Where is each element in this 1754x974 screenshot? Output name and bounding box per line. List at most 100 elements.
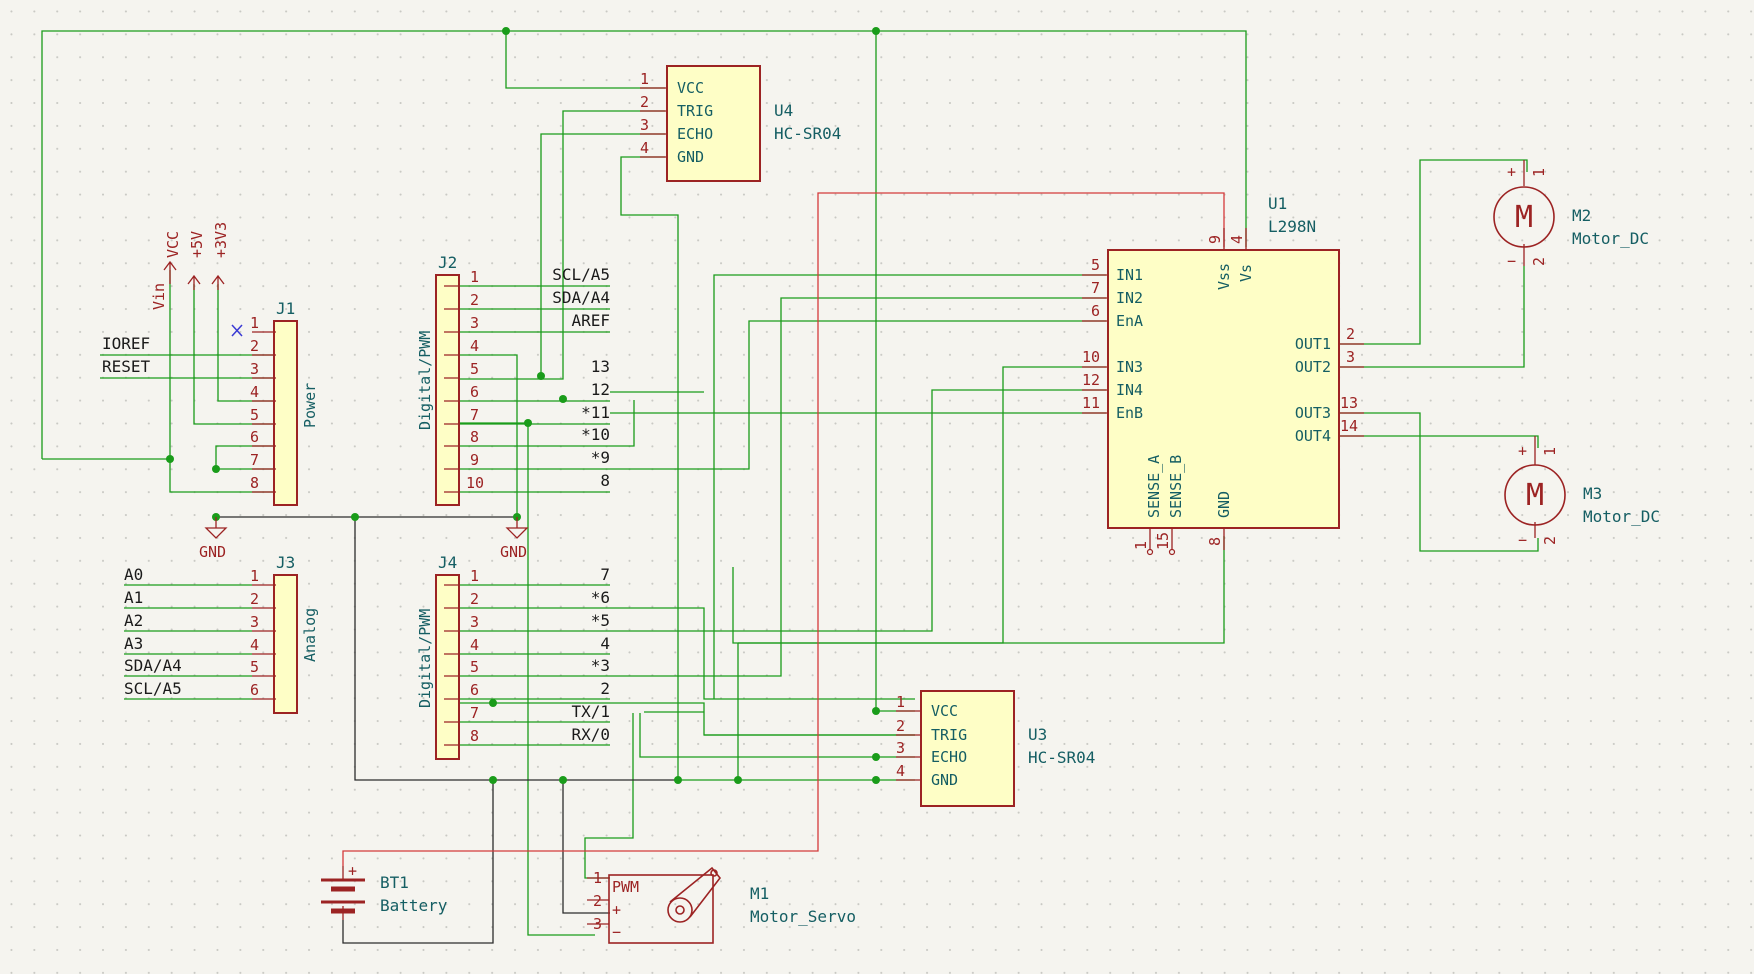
m2-value: Motor_DC [1572, 229, 1649, 248]
u3-pin-1: 1 [896, 693, 905, 711]
j1-pin-6: 6 [250, 428, 259, 446]
m1-pin-2: 2 [593, 892, 602, 910]
u1-out2: OUT2 [1295, 358, 1331, 376]
j3-pin-3: 3 [250, 613, 259, 631]
u4-value: HC-SR04 [774, 124, 841, 143]
u1-pin-2: 2 [1346, 325, 1355, 343]
u1-in2: IN2 [1116, 289, 1143, 307]
servo-m1[interactable]: 1 2 3 PWM + − M1 Motor_Servo [587, 866, 856, 944]
m1-plus: + [612, 901, 621, 919]
connector-j3[interactable]: J3 Analog 1 2 3 4 5 6 [124, 553, 319, 714]
j4-pin-5: 5 [470, 658, 479, 676]
j2-pin-10: 10 [466, 474, 484, 492]
net-tx1: TX/1 [571, 702, 610, 721]
j4-pin-3: 3 [470, 613, 479, 631]
u3-vcc: VCC [931, 702, 958, 720]
j3-ref: J3 [276, 553, 295, 572]
m2-plus: + [1507, 163, 1516, 181]
j1-value: Power [301, 383, 319, 428]
net-4: 4 [600, 634, 610, 653]
u1-pin-13: 13 [1340, 394, 1358, 412]
net-13: 13 [591, 357, 610, 376]
u4-gnd: GND [677, 148, 704, 166]
net-a0: A0 [124, 565, 143, 584]
motor-icon: M [1515, 200, 1533, 235]
motor-icon: M [1526, 478, 1544, 513]
power-wire [342, 192, 1225, 866]
u1-pin-3: 3 [1346, 348, 1355, 366]
motor-m3[interactable]: M + − 1 2 M3 Motor_DC [1504, 436, 1660, 549]
m3-pin-2: 2 [1541, 536, 1559, 545]
j4-pin-6: 6 [470, 681, 479, 699]
p5v-symbol: +5V [188, 231, 206, 258]
m1-pin-3: 3 [593, 915, 602, 933]
net-3: *3 [591, 656, 610, 675]
net-8: 8 [600, 471, 610, 490]
m1-ref: M1 [750, 884, 769, 903]
u1-pin-7: 7 [1091, 279, 1100, 297]
u1-pin-6: 6 [1091, 302, 1100, 320]
j4-ref: J4 [438, 553, 457, 572]
u4-pin-1: 1 [640, 70, 649, 88]
connector-j4[interactable]: J4 Digital/PWM 1 2 3 4 5 6 7 8 [416, 553, 479, 760]
j1-ref: J1 [276, 299, 295, 318]
net-a3: A3 [124, 634, 143, 653]
battery-plus-sign: + [348, 862, 357, 880]
u4-pin-3: 3 [640, 116, 649, 134]
j1-pin-3: 3 [250, 360, 259, 378]
j3-pin-6: 6 [250, 681, 259, 699]
net-10: *10 [581, 425, 610, 444]
connector-j2[interactable]: J2 Digital/PWM 1 2 3 4 5 6 7 8 9 10 [416, 253, 484, 506]
sensor-u3[interactable]: 1 2 3 4 VCC TRIG ECHO GND U3 HC-SR04 [896, 690, 1095, 807]
u1-sense-a: SENSE_A [1145, 455, 1163, 518]
net-12: 12 [591, 380, 610, 399]
battery-bt1[interactable]: + BT1 Battery [321, 862, 448, 920]
u1-pin-5: 5 [1091, 256, 1100, 274]
j3-pin-5: 5 [250, 658, 259, 676]
net-aref: AREF [571, 311, 610, 330]
m3-plus: + [1518, 442, 1527, 460]
net-reset: RESET [102, 357, 151, 376]
j2-pin-3: 3 [470, 314, 479, 332]
u3-trig: TRIG [931, 726, 967, 744]
j4-pin-2: 2 [470, 590, 479, 608]
net-sda-a4: SDA/A4 [552, 288, 610, 307]
p3v3-symbol: +3V3 [212, 222, 230, 258]
net-j3-sda: SDA/A4 [124, 656, 182, 675]
u1-in1: IN1 [1116, 266, 1143, 284]
vcc-symbol: VCC [164, 231, 182, 258]
u1-pin-1: 1 [1132, 541, 1150, 550]
j1-pin-1: 1 [250, 314, 259, 332]
j3-pin-2: 2 [250, 590, 259, 608]
u3-gnd: GND [931, 771, 958, 789]
u4-echo: ECHO [677, 125, 713, 143]
j3-value: Analog [301, 608, 319, 662]
j2-value: Digital/PWM [416, 331, 434, 430]
net-9: *9 [591, 448, 610, 467]
sensor-u4[interactable]: 1 2 3 4 VCC TRIG ECHO GND U4 HC-SR04 [640, 65, 841, 182]
u1-value: L298N [1268, 217, 1316, 236]
ground-wires [216, 516, 678, 944]
j2-pin-7: 7 [470, 406, 479, 424]
u4-trig: TRIG [677, 102, 713, 120]
j3-pin-4: 4 [250, 636, 259, 654]
u1-vs: Vs [1237, 264, 1255, 282]
connector-j1[interactable]: J1 Power 1 2 3 4 5 6 7 8 [231, 299, 319, 506]
m1-pin-1: 1 [593, 869, 602, 887]
j2-pin-9: 9 [470, 451, 479, 469]
u1-pin-8: 8 [1206, 537, 1224, 546]
u3-ref: U3 [1028, 725, 1047, 744]
motor-m2[interactable]: M + − 1 2 M2 Motor_DC [1493, 160, 1649, 270]
servo-icon [667, 866, 722, 923]
m2-pin-1: 1 [1530, 168, 1548, 177]
u1-pin-4: 4 [1228, 235, 1246, 244]
m3-pin-1: 1 [1541, 447, 1559, 456]
u1-in4: IN4 [1116, 381, 1143, 399]
j4-pin-1: 1 [470, 567, 479, 585]
u1-pin-14: 14 [1340, 417, 1358, 435]
m1-value: Motor_Servo [750, 907, 856, 926]
m1-pwm: PWM [612, 878, 639, 896]
driver-u1[interactable]: U1 L298N 5 7 6 10 12 11 IN1 IN2 EnA IN3 … [1082, 194, 1364, 556]
net-7: 7 [600, 565, 610, 584]
